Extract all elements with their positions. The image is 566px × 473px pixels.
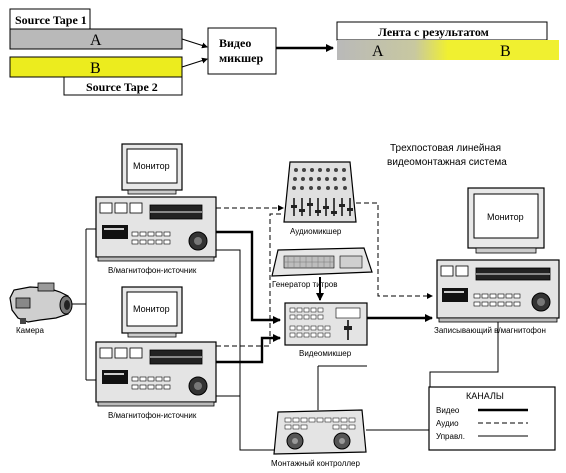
clip-b-label: B: [90, 60, 101, 77]
source-vcr-2-label: В/магнитофон-источник: [108, 411, 197, 420]
edit-controller: Монтажный контроллер: [271, 409, 367, 468]
monitor-2: Монитор: [121, 286, 183, 338]
video-mixer-label: Видеомикшер: [299, 349, 352, 358]
title-generator-label: Генератор титров: [272, 280, 337, 289]
top-mixer-line2: микшер: [219, 51, 263, 65]
monitor-3: Монитор: [467, 187, 545, 254]
camera: Камера: [9, 282, 73, 335]
result-b-label: B: [500, 43, 511, 60]
camera-label: Камера: [16, 326, 45, 335]
top-flow-diagram: Source Tape 1 A B Source Tape 2 Видео ми…: [9, 8, 559, 96]
audio-mixer-label: Аудиомикшер: [290, 227, 342, 236]
legend-audio-label: Аудио: [436, 419, 459, 428]
recorder-vcr: Записывающий в/магнитофон: [434, 259, 560, 335]
source-tape-1-label: Source Tape 1: [15, 13, 87, 27]
top-video-mixer-box: [207, 27, 277, 75]
legend-control-label: Управл.: [436, 432, 465, 441]
source-vcr-2: [95, 341, 217, 407]
edit-controller-label: Монтажный контроллер: [271, 459, 360, 468]
arrow-b-to-mixer: [181, 57, 208, 68]
system-title-line2: видеомонтажная система: [387, 157, 507, 168]
monitor-1-label: Монитор: [133, 161, 170, 171]
source-tape-2-box: [63, 76, 183, 96]
clip-a-label: A: [90, 32, 102, 49]
legend-video-label: Видео: [436, 406, 460, 415]
source-tape-2-label: Source Tape 2: [86, 80, 158, 94]
recorder-vcr-label: Записывающий в/магнитофон: [434, 326, 546, 335]
bottom-system-diagram: Трехпостовая линейная видеомонтажная сис…: [9, 143, 560, 468]
top-mixer-line1: Видео: [219, 36, 251, 50]
system-title-line1: Трехпостовая линейная: [390, 143, 501, 154]
channels-legend: КАНАЛЫ Видео Аудио Управл.: [428, 386, 556, 451]
title-generator: Генератор титров: [271, 247, 373, 289]
connections: [72, 202, 499, 451]
arrow-a-to-mixer: [181, 38, 208, 49]
result-a-label: A: [372, 43, 384, 60]
monitor-2-label: Монитор: [133, 304, 170, 314]
result-tape-title: Лента с результатом: [378, 25, 489, 39]
monitor-3-label: Монитор: [487, 212, 524, 222]
result-bar: [337, 40, 559, 60]
audio-mixer: Аудиомикшер: [283, 161, 357, 236]
legend-title: КАНАЛЫ: [466, 391, 504, 401]
monitor-1: Монитор: [121, 143, 183, 195]
source-vcr-1: [95, 196, 217, 262]
source-vcr-1-label: В/магнитофон-источник: [108, 266, 197, 275]
video-mixer: Видеомикшер: [284, 302, 368, 358]
